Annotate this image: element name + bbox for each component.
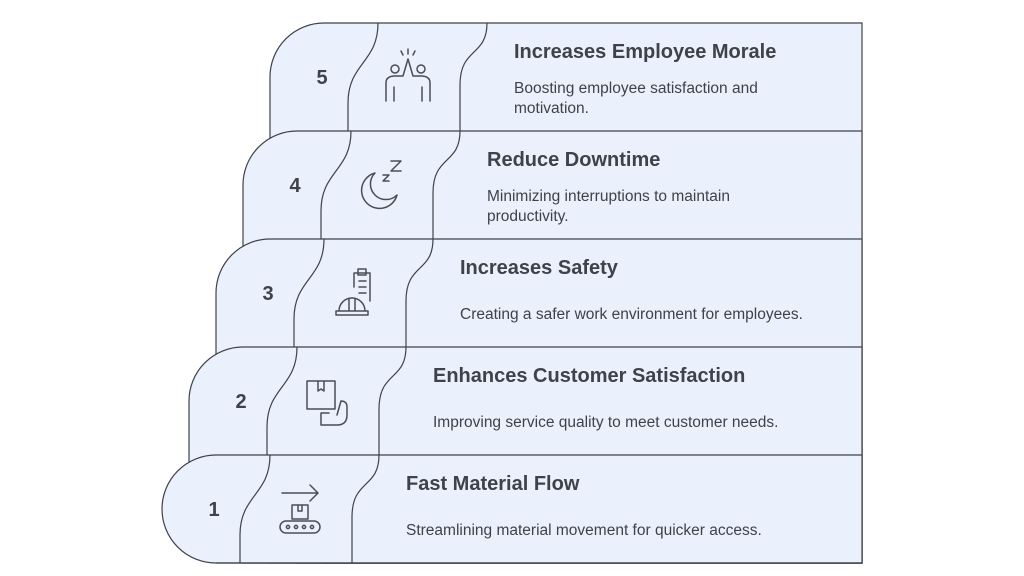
- hard-hat-checklist-icon: [335, 268, 371, 316]
- step-description: motivation.: [514, 100, 589, 117]
- sleep-moon-icon: [360, 160, 402, 210]
- step-title: Increases Safety: [460, 257, 619, 279]
- tab-separator: [293, 238, 325, 347]
- step-description: Boosting employee satisfaction and: [514, 80, 758, 97]
- content-separator: [459, 22, 488, 131]
- content-separator: [351, 454, 380, 563]
- tab-separator: [347, 22, 379, 131]
- step-tile: [161, 454, 863, 564]
- step-number: 3: [262, 283, 273, 305]
- step-description: Streamlining material movement for quick…: [406, 522, 762, 539]
- tab-separator: [239, 454, 271, 563]
- step-title: Increases Employee Morale: [514, 41, 776, 63]
- step-title: Fast Material Flow: [406, 473, 580, 495]
- step-description: Improving service quality to meet custom…: [433, 414, 778, 431]
- conveyor-arrow-icon: [279, 484, 321, 534]
- package-hand-icon: [306, 380, 348, 426]
- high-five-icon: [385, 48, 431, 102]
- step-description: Minimizing interruptions to maintain: [487, 188, 730, 205]
- step-title: Reduce Downtime: [487, 149, 660, 171]
- step-description: productivity.: [487, 208, 569, 225]
- step-title: Enhances Customer Satisfaction: [433, 365, 745, 387]
- content-separator: [378, 346, 407, 455]
- step-number: 1: [208, 499, 219, 521]
- tab-separator: [320, 130, 352, 239]
- step-description: Creating a safer work environment for em…: [460, 306, 803, 323]
- step-number: 2: [235, 391, 246, 413]
- step-number: 5: [316, 67, 327, 89]
- step-number: 4: [289, 175, 301, 197]
- content-separator: [405, 238, 434, 347]
- content-separator: [432, 130, 461, 239]
- tab-separator: [266, 346, 298, 455]
